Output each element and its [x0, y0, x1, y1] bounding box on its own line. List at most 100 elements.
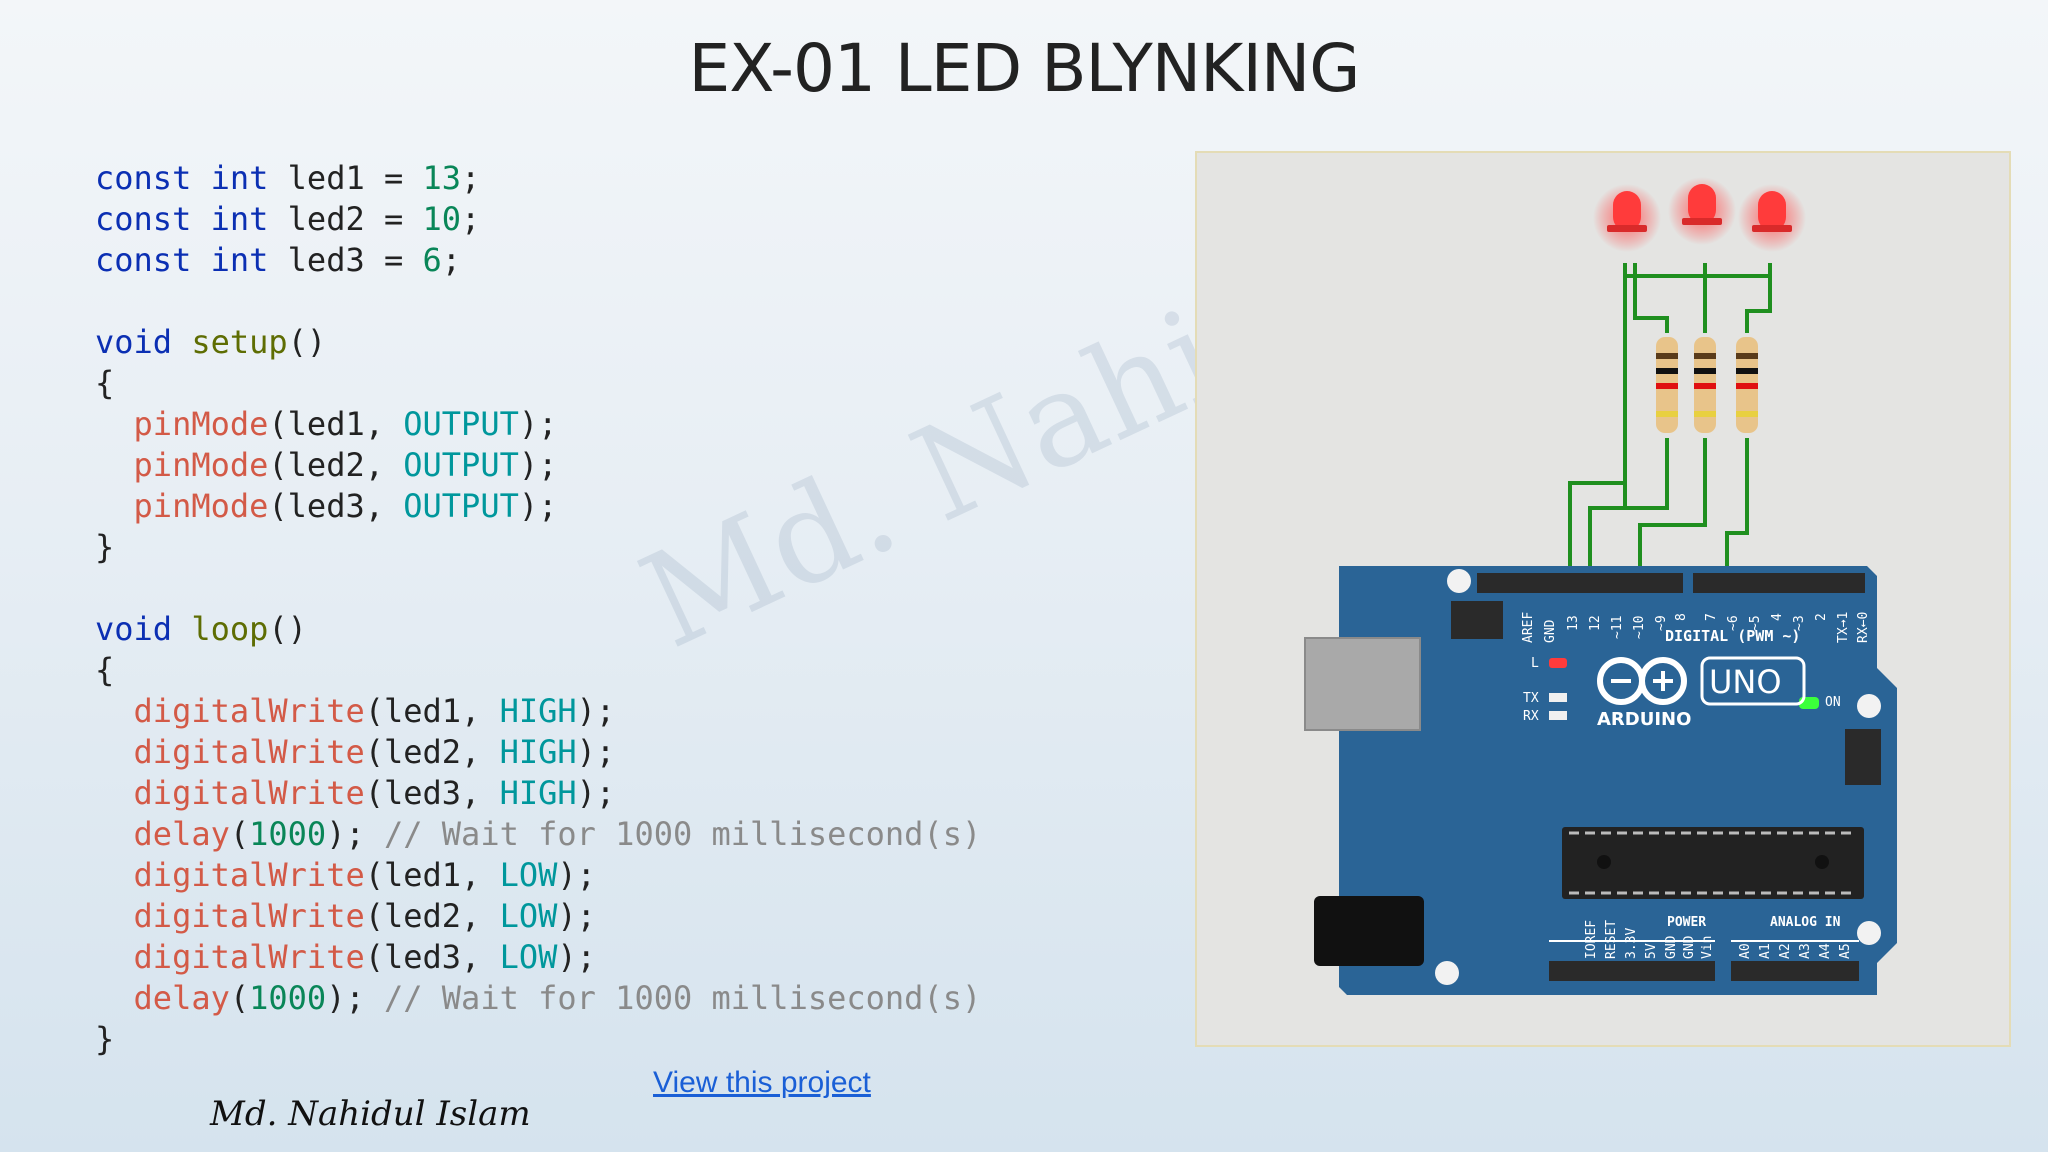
code-token: );: [518, 446, 558, 484]
code-token: (led1,: [364, 692, 500, 730]
code-token: loop: [191, 610, 269, 648]
code-line: digitalWrite(led3, LOW);: [95, 937, 981, 978]
code-token: int: [210, 159, 269, 197]
code-line: digitalWrite(led3, HIGH);: [95, 773, 981, 814]
code-token: [191, 159, 210, 197]
power-jack: [1314, 896, 1424, 966]
view-project-link[interactable]: View this project: [653, 1066, 871, 1099]
code-token: led3 =: [268, 241, 423, 279]
code-token: [95, 897, 134, 935]
l-led: [1549, 658, 1567, 668]
analog-in-label: ANALOG IN: [1770, 915, 1841, 930]
pin-a2: A2: [1778, 943, 1793, 959]
pin-ioref: IOREF: [1584, 920, 1599, 959]
code-token: digitalWrite: [133, 938, 365, 976]
code-token: (led3,: [268, 487, 404, 525]
pin-a5: A5: [1838, 943, 1853, 959]
code-block: const int led1 = 13;const int led2 = 10;…: [95, 158, 981, 1060]
led-3[interactable]: [1738, 184, 1806, 252]
code-line: digitalWrite(led1, LOW);: [95, 855, 981, 896]
author-signature: Md. Nahidul Islam: [210, 1094, 531, 1134]
code-line: [95, 568, 981, 609]
pin-6: ~6: [1726, 615, 1741, 631]
rx-label: RX: [1523, 709, 1539, 724]
pin-5: ~5: [1748, 615, 1763, 631]
code-token: LOW: [499, 856, 558, 894]
code-token: led2 =: [268, 200, 423, 238]
code-token: LOW: [499, 938, 558, 976]
pin-10: ~10: [1632, 616, 1647, 639]
l-label: L: [1531, 656, 1539, 671]
code-token: {: [95, 364, 115, 402]
code-token: (led2,: [268, 446, 404, 484]
pin-8: 8: [1674, 613, 1689, 621]
code-token: );: [576, 774, 616, 812]
code-token: }: [95, 528, 115, 566]
led-1[interactable]: [1593, 184, 1661, 252]
code-token: ;: [461, 159, 481, 197]
code-line: {: [95, 363, 981, 404]
code-line: delay(1000); // Wait for 1000 millisecon…: [95, 814, 982, 855]
code-token: HIGH: [499, 733, 577, 771]
pin-13: 13: [1566, 615, 1581, 631]
code-token: [95, 979, 134, 1017]
on-label: ON: [1825, 695, 1841, 710]
code-token: [95, 446, 134, 484]
code-line: void setup(): [95, 322, 981, 363]
code-token: (: [229, 815, 250, 853]
power-label: POWER: [1667, 915, 1706, 930]
code-line: digitalWrite(led1, HIGH);: [95, 691, 981, 732]
code-token: HIGH: [499, 774, 577, 812]
code-line: {: [95, 650, 981, 691]
code-token: (led3,: [364, 938, 500, 976]
led-2[interactable]: [1668, 177, 1736, 245]
code-token: 1000: [249, 979, 327, 1017]
code-token: [172, 323, 191, 361]
pin-vin: Vin: [1700, 936, 1715, 959]
usb-port: [1304, 637, 1421, 731]
code-token: [191, 200, 210, 238]
code-line: delay(1000); // Wait for 1000 millisecon…: [95, 978, 982, 1019]
code-token: (led3,: [364, 774, 500, 812]
arduino-uno-board[interactable]: [1304, 566, 1897, 995]
pin-gnd: GND: [1543, 619, 1558, 643]
code-token: int: [210, 241, 269, 279]
code-line: void loop(): [95, 609, 981, 650]
arduino-logo-text: ARDUINO: [1597, 709, 1691, 730]
slide-title: EX-01 LED BLYNKING: [688, 30, 1361, 107]
code-token: OUTPUT: [403, 446, 519, 484]
pin-reset: RESET: [1604, 920, 1619, 959]
code-token: );: [326, 815, 384, 853]
code-token: digitalWrite: [133, 774, 365, 812]
digital-pwm-label: DIGITAL (PWM ~): [1665, 627, 1800, 645]
resistor-3[interactable]: [1736, 337, 1758, 433]
pin-3v3: 3.3V: [1624, 928, 1639, 959]
code-token: [172, 610, 191, 648]
pin-gnd-1: GND: [1664, 935, 1679, 959]
circuit-diagram: AREF GND 13 12 ~11 ~10 ~9 8 7 ~6 ~5 4 ~3…: [1304, 177, 1897, 995]
code-token: void: [95, 323, 173, 361]
tx-label: TX: [1523, 691, 1539, 706]
code-token: );: [576, 692, 616, 730]
wires: [1568, 263, 1772, 583]
code-token: );: [557, 856, 596, 894]
code-token: [95, 815, 134, 853]
code-token: digitalWrite: [133, 897, 365, 935]
code-token: ;: [441, 241, 462, 279]
code-token: LOW: [499, 897, 558, 935]
pin-2: 2: [1814, 613, 1829, 621]
code-token: HIGH: [499, 692, 577, 730]
code-line: pinMode(led2, OUTPUT);: [95, 445, 981, 486]
resistor-2[interactable]: [1694, 337, 1716, 433]
code-line: pinMode(led3, OUTPUT);: [95, 486, 981, 527]
code-token: [95, 774, 134, 812]
circuit-simulation-panel: AREF GND 13 12 ~11 ~10 ~9 8 7 ~6 ~5 4 ~3…: [1195, 151, 2011, 1047]
code-token: [95, 692, 134, 730]
code-token: );: [518, 405, 558, 443]
code-line: const int led3 = 6;: [95, 240, 981, 281]
code-line: }: [95, 527, 981, 568]
code-token: 1000: [249, 815, 327, 853]
resistor-1[interactable]: [1656, 337, 1678, 433]
code-token: pinMode: [133, 405, 269, 443]
code-line: const int led1 = 13;: [95, 158, 981, 199]
